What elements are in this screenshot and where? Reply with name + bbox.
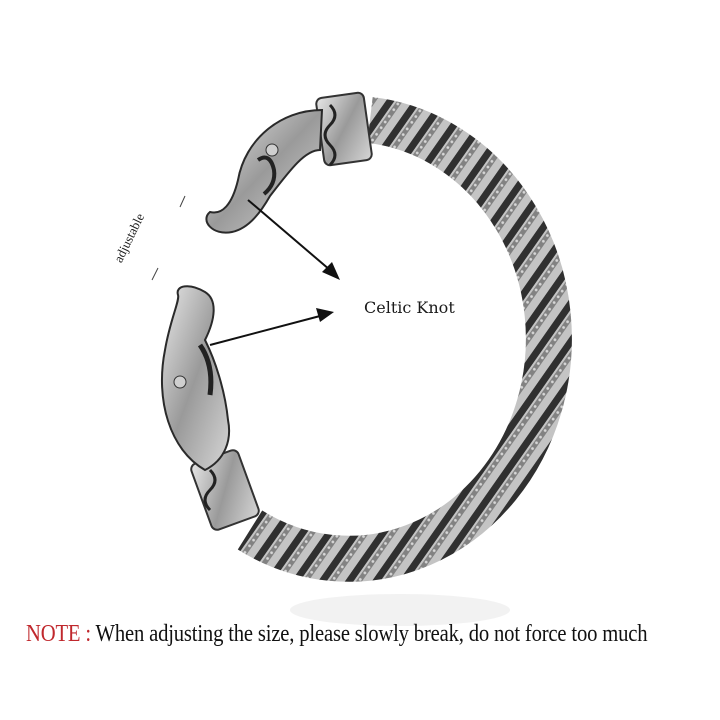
bottom-dragon-head: [161, 285, 230, 472]
top-dragon-head: [205, 108, 324, 234]
note-text: When adjusting the size, please slowly b…: [90, 621, 648, 647]
top-collar: [315, 91, 373, 167]
note-caption: NOTE : When adjusting the size, please s…: [26, 621, 648, 648]
celtic-knot-label: Celtic Knot: [364, 298, 455, 317]
arrow-bottom: [209, 315, 321, 346]
bracelet-band: [237, 97, 572, 582]
note-prefix: NOTE :: [26, 621, 91, 647]
arrow-top: [247, 199, 331, 271]
